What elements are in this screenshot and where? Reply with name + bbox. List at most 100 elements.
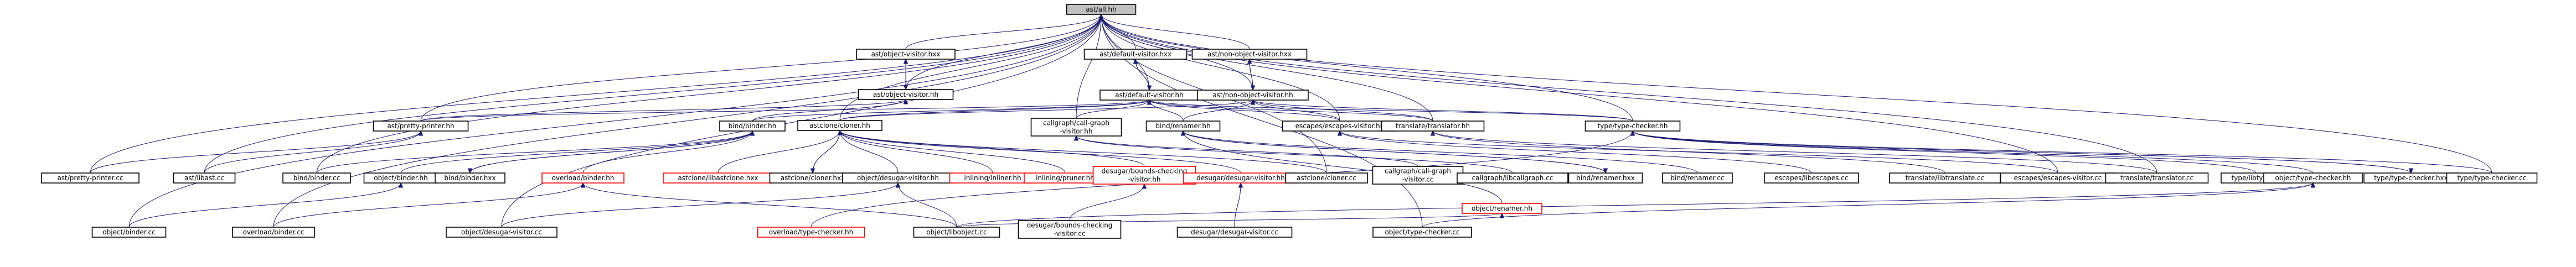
node-object-binder-cc[interactable]: object/binder.cc [91, 227, 167, 238]
node-type-type-checker-hh[interactable]: type/type-checker.hh [1584, 121, 1681, 132]
node-astclone-cloner-hh[interactable]: astclone/cloner.hh [797, 120, 882, 131]
node-bind-binder-hxx[interactable]: bind/binder.hxx [435, 172, 505, 184]
node-ast-non-object-visitor-hh[interactable]: ast/non-object-visitor.hh [1197, 90, 1309, 101]
node-desugar-bounds-checking-visitor-cc[interactable]: desugar/bounds-checking-visitor.cc [1018, 220, 1122, 239]
edge-objvhx-to-objvhh [903, 59, 908, 91]
arrowhead [418, 130, 424, 136]
arrowhead [580, 182, 586, 188]
node-label: type/type-checker.hxx [2374, 174, 2448, 182]
node-object-type-checker-hh[interactable]: object/type-checker.hh [2263, 172, 2363, 184]
node-desugar-bounds-checking-visitor-hh[interactable]: desugar/bounds-checking-visitor.hh [1092, 166, 1196, 185]
edge-line [1149, 100, 1433, 122]
node-box [232, 227, 315, 238]
node-escapes-libescapes-cc[interactable]: escapes/libescapes.cc [1764, 172, 1859, 184]
node-overload-binder-hh[interactable]: overload/binder.hh [541, 172, 624, 184]
edge-line [1339, 130, 1812, 174]
node-label: type/type-checker.cc [2458, 174, 2527, 182]
edge-libtrans-to-transhh [1430, 130, 1945, 174]
node-object-desugar-visitor-cc[interactable]: object/desugar-visitor.cc [446, 227, 557, 238]
edge-rencc-to-renhh [1180, 130, 1698, 174]
node-translate-translator-hh[interactable]: translate/translator.hh [1381, 121, 1485, 132]
node-object-renamer-hh[interactable]: object/renamer.hh [1462, 203, 1542, 214]
node-label: translate/translator.hh [1396, 122, 1470, 130]
edge-line [905, 14, 1102, 50]
node-overload-type-checker-hh[interactable]: overload/type-checker.hh [757, 227, 865, 238]
node-translate-translator-cc[interactable]: translate/translator.cc [2105, 172, 2209, 184]
edge-tchh-to-nonvhh [1250, 99, 1633, 122]
node-ast-libast-cc[interactable]: ast/libast.cc [173, 172, 236, 184]
node-label: desugar/desugar-visitor.hh [1196, 174, 1285, 182]
edge-ovbindhh-to-bindhh [582, 130, 755, 174]
node-inlining-inliner-hh[interactable]: inlining/inliner.hh [949, 172, 1036, 184]
edge-nonvhx-to-ast [1098, 13, 1250, 50]
node-callgraph-libcallgraph-cc[interactable]: callgraph/libcallgraph.cc [1457, 172, 1568, 184]
node-box [1191, 49, 1308, 60]
edge-line [1076, 135, 1513, 174]
node-bind-renamer-cc[interactable]: bind/renamer.cc [1662, 172, 1733, 184]
node-type-type-checker-cc[interactable]: type/type-checker.cc [2446, 172, 2538, 184]
edge-libcg-to-cgvhh [1073, 135, 1513, 174]
node-ast-non-object-visitor-hxx[interactable]: ast/non-object-visitor.hxx [1191, 49, 1308, 60]
node-ast-object-visitor-hh[interactable]: ast/object-visitor.hh [858, 89, 954, 100]
node-desugar-desugar-visitor-cc[interactable]: desugar/desugar-visitor.cc [1176, 227, 1293, 238]
node-object-binder-hh[interactable]: object/binder.hh [363, 172, 438, 184]
edge-inlinhh-to-clonehh [837, 129, 993, 174]
edge-line [1252, 100, 1340, 122]
node-label: bind/binder.hh [729, 122, 777, 130]
node-object-desugar-visitor-hh[interactable]: object/desugar-visitor.hh [842, 172, 954, 184]
node-astclone-cloner-cc[interactable]: astclone/cloner.cc [1285, 172, 1368, 184]
arrowhead [895, 182, 901, 188]
node-box [1584, 121, 1681, 132]
node-label: -visitor.hh [1060, 128, 1093, 135]
node-label: object/binder.cc [102, 228, 155, 236]
edge-desdvcc-to-desdvhh [1234, 182, 1243, 228]
edge-objtccc-to-objtchh [1422, 182, 2316, 228]
edge-transhh-to-nonvhh [1250, 99, 1433, 122]
node-overload-binder-cc[interactable]: overload/binder.cc [232, 227, 315, 238]
edge-bindcc-to-ast [316, 13, 1104, 174]
node-label: callgraph/call-graph [1043, 119, 1109, 127]
arrowhead [810, 168, 815, 174]
node-object-type-checker-cc[interactable]: object/type-checker.cc [1372, 227, 1472, 238]
node-label: astclone/libastclone.hxx [678, 174, 758, 182]
node-callgraph-call-graph-visitor-cc[interactable]: callgraph/call-graph-visitor.cc [1372, 166, 1464, 185]
node-object-libobject-cc[interactable]: object/libobject.cc [913, 227, 1000, 238]
node-astclone-libastclone-hxx[interactable]: astclone/libastclone.hxx [663, 172, 773, 184]
node-type-type-checker-hxx[interactable]: type/type-checker.hxx [2363, 172, 2459, 184]
node-bind-binder-hh[interactable]: bind/binder.hh [719, 121, 786, 132]
edge-clonehh-to-nonvhh [839, 99, 1256, 121]
node-ast-default-visitor-hxx[interactable]: ast/default-visitor.hxx [1083, 49, 1188, 60]
edge-esccc-to-eschh [1337, 130, 2058, 174]
node-label: bind/binder.hxx [444, 174, 495, 182]
node-label: translate/translator.cc [2120, 174, 2193, 182]
edge-line [204, 14, 1102, 174]
node-desugar-desugar-visitor-hh[interactable]: desugar/desugar-visitor.hh [1183, 172, 1299, 184]
node-box [1662, 172, 1733, 184]
node-callgraph-call-graph-visitor-hh[interactable]: callgraph/call-graph-visitor.hh [1030, 118, 1122, 137]
node-bind-renamer-hh[interactable]: bind/renamer.hh [1145, 121, 1221, 132]
node-label: type/type-checker.hh [1598, 122, 1668, 130]
node-ast-object-visitor-hxx[interactable]: ast/object-visitor.hxx [856, 49, 956, 60]
node-label: desugar/bounds-checking [1102, 167, 1188, 175]
node-bind-binder-cc[interactable]: bind/binder.cc [282, 172, 351, 184]
edge-line [839, 14, 1102, 121]
node-escapes-escapes-visitor-hh[interactable]: escapes/escapes-visitor.hh [1282, 121, 1398, 132]
node-translate-libtranslate-cc[interactable]: translate/libtranslate.cc [1889, 172, 2001, 184]
node-inlining-pruner-hh[interactable]: inlining/pruner.hh [1024, 172, 1107, 184]
edge-clonehx-to-clonehh [812, 129, 843, 174]
edge-line [1252, 100, 1633, 122]
node-ast-pretty-printer-hh[interactable]: ast/pretty-printer.hh [373, 121, 469, 132]
edge-libast-to-ppoh [204, 130, 424, 174]
edge-line [420, 14, 1102, 122]
node-ast-all-hh[interactable]: ast/all.hh [1066, 4, 1137, 15]
edge-prunhh-to-clonehh [837, 129, 1066, 174]
node-box [2446, 172, 2538, 184]
edge-line [897, 182, 957, 228]
node-escapes-escapes-visitor-cc[interactable]: escapes/escapes-visitor.cc [2000, 172, 2116, 184]
node-ast-pretty-printer-cc[interactable]: ast/pretty-printer.cc [41, 172, 140, 184]
node-ast-default-visitor-hh[interactable]: ast/default-visitor.hh [1099, 90, 1199, 101]
edge-line [1101, 14, 1633, 122]
edge-line [128, 182, 401, 228]
edge-eschh-to-nonvhh [1250, 99, 1340, 122]
node-bind-renamer-hxx[interactable]: bind/renamer.hxx [1568, 172, 1643, 184]
